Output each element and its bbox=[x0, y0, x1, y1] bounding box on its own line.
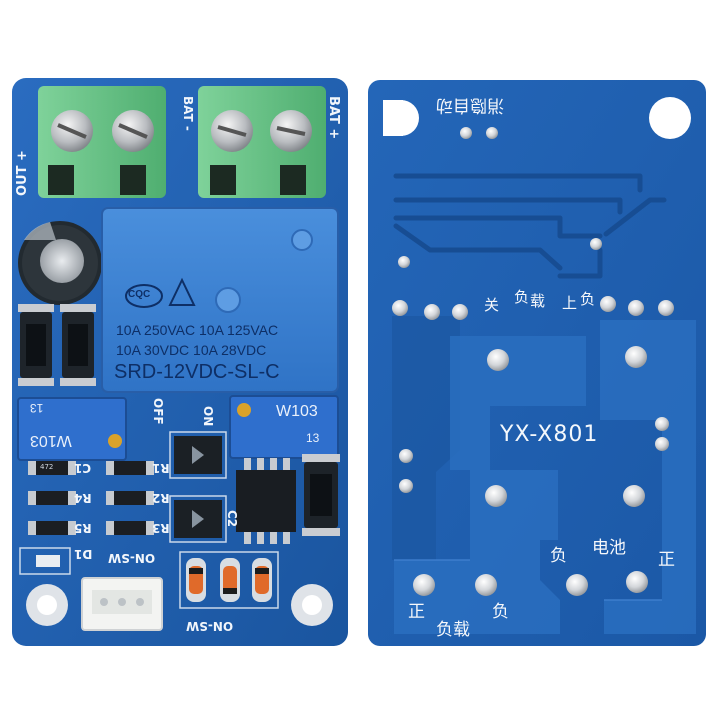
back-load-cn-2: 载 bbox=[530, 292, 546, 310]
back-load-cn-1: 负 bbox=[580, 290, 596, 308]
out-plus-label: OUT + bbox=[15, 150, 30, 196]
back-board bbox=[368, 80, 706, 646]
silk-on: ON bbox=[201, 406, 215, 427]
solder-pad bbox=[625, 346, 647, 368]
back-top-cn: 消隐自动 bbox=[436, 95, 504, 115]
silk-c2: C2 bbox=[225, 510, 239, 528]
solder-pad bbox=[566, 574, 588, 596]
silk-on-sw-2: ON-SW bbox=[186, 619, 234, 633]
ic-chip bbox=[236, 458, 296, 544]
potentiometer-right bbox=[229, 395, 339, 459]
relay bbox=[101, 207, 339, 393]
back-battery-pos: 正 bbox=[658, 550, 675, 570]
back-load-pos: 正 bbox=[408, 602, 425, 622]
bat-minus-label: BAT - bbox=[181, 96, 195, 131]
relay-rating-2: 10A 30VDC 10A 28VDC bbox=[116, 342, 267, 358]
pot-left-code-top: 13 bbox=[30, 401, 44, 415]
solder-pad bbox=[475, 574, 497, 596]
back-up-cn: 上 bbox=[562, 294, 578, 312]
terminal-block-left bbox=[38, 86, 166, 198]
silk-r1: R1 bbox=[152, 461, 170, 475]
silk-r3: R3 bbox=[152, 521, 170, 535]
resistor-code: 472 bbox=[40, 463, 54, 471]
back-load-neg: 负 bbox=[492, 602, 509, 622]
terminal-block-right bbox=[198, 86, 326, 198]
solder-pad bbox=[487, 349, 509, 371]
silk-off: OFF bbox=[151, 398, 165, 425]
silk-r2: R2 bbox=[152, 491, 170, 505]
back-relay-cn-2: 负 bbox=[514, 288, 530, 306]
solder-pad bbox=[413, 574, 435, 596]
front-board bbox=[12, 78, 348, 646]
bat-plus-label: BAT + bbox=[326, 96, 341, 140]
smd-components-left bbox=[18, 304, 96, 386]
silk-c1: C1 bbox=[74, 461, 92, 475]
jst-connector bbox=[81, 577, 163, 631]
back-battery-label: 电池 bbox=[592, 538, 626, 558]
relay-rating-1: 10A 250VAC 10A 125VAC bbox=[116, 322, 279, 338]
pot-right-code-bottom: 13 bbox=[306, 431, 320, 445]
electrolytic-capacitor bbox=[18, 221, 102, 305]
back-model-label: YX-X801 bbox=[500, 422, 599, 447]
smd-transistor-right bbox=[302, 454, 340, 536]
glass-diodes bbox=[186, 558, 272, 602]
mount-hole bbox=[649, 97, 691, 139]
silk-on-sw-1: ON-SW bbox=[108, 551, 156, 565]
silk-d1: D1 bbox=[74, 547, 93, 561]
solder-pad bbox=[485, 485, 507, 507]
pot-left-code-bottom: W103 bbox=[30, 432, 72, 449]
back-load-label: 负载 bbox=[436, 620, 470, 640]
smd-resistors bbox=[28, 461, 154, 567]
pot-right-code-top: W103 bbox=[276, 403, 318, 420]
potentiometer-left bbox=[17, 397, 127, 461]
back-relay-cn-1: 关 bbox=[484, 296, 500, 314]
back-battery-neg: 负 bbox=[550, 546, 567, 566]
solder-pad bbox=[623, 485, 645, 507]
smd-diodes bbox=[174, 436, 222, 538]
relay-model: SRD-12VDC-SL-C bbox=[114, 361, 280, 383]
silk-r4: R4 bbox=[74, 491, 92, 505]
solder-pad bbox=[626, 571, 648, 593]
silk-r5: R5 bbox=[74, 521, 92, 535]
relay-cert: CQC bbox=[128, 289, 151, 300]
